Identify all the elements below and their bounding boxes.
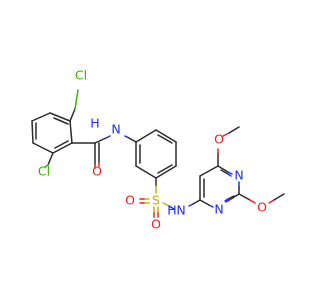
bond bbox=[135, 129, 157, 143]
bond bbox=[199, 199, 210, 206]
bond bbox=[47, 152, 54, 166]
bond bbox=[220, 169, 229, 175]
bond bbox=[31, 120, 34, 144]
atom-labels: Cl Cl N H O S O O N H N N O O bbox=[38, 68, 267, 232]
sulfonamide-nitrogen-label: N bbox=[176, 203, 185, 218]
bond bbox=[54, 140, 69, 149]
bond bbox=[162, 202, 170, 207]
amide-hydrogen-label: H bbox=[90, 116, 99, 131]
bond bbox=[74, 89, 79, 110]
bond bbox=[224, 198, 229, 202]
bond bbox=[128, 137, 137, 143]
sulfonyl-oxygen-label: O bbox=[151, 217, 161, 232]
sulfur-label: S bbox=[152, 193, 160, 208]
bond bbox=[227, 171, 233, 175]
methoxy-oxygen-label: O bbox=[214, 132, 224, 147]
bond bbox=[94, 137, 107, 144]
bond bbox=[273, 193, 285, 201]
bond bbox=[217, 165, 229, 173]
bond bbox=[227, 173, 232, 177]
bond bbox=[157, 134, 173, 144]
sulfonamide-hydrogen-label: H bbox=[167, 203, 176, 218]
bond bbox=[228, 126, 240, 134]
bond bbox=[168, 205, 175, 210]
bond bbox=[105, 135, 111, 139]
bond bbox=[135, 165, 157, 179]
carbonyl-oxygen-label: O bbox=[92, 164, 102, 179]
bond bbox=[238, 193, 251, 201]
bond bbox=[155, 165, 177, 179]
pyrimidine-nitrogen-label: N bbox=[234, 168, 243, 183]
bond bbox=[32, 142, 54, 154]
bond bbox=[199, 165, 219, 177]
bond bbox=[225, 198, 232, 203]
amide-nitrogen-label: N bbox=[111, 122, 120, 137]
molecule-structure: Cl Cl N H O S O O N H N N O O bbox=[31, 68, 285, 232]
bond bbox=[268, 199, 275, 204]
bond bbox=[53, 117, 69, 125]
bond bbox=[69, 108, 76, 122]
bond-layer bbox=[31, 89, 285, 218]
bond bbox=[227, 195, 235, 200]
bond bbox=[44, 164, 49, 168]
bond bbox=[52, 142, 73, 154]
chlorine-label: Cl bbox=[75, 68, 87, 83]
bond bbox=[49, 112, 71, 122]
bond bbox=[249, 199, 256, 204]
bond bbox=[31, 112, 51, 122]
bond bbox=[69, 120, 73, 144]
bond bbox=[222, 132, 230, 137]
pyrimidine-nitrogen-label: N bbox=[214, 202, 223, 217]
chlorine-label: Cl bbox=[38, 164, 50, 179]
sulfonyl-oxygen-label: O bbox=[125, 193, 135, 208]
bond bbox=[155, 129, 177, 143]
bond bbox=[192, 199, 201, 205]
bond bbox=[157, 164, 173, 174]
methoxy-oxygen-label: O bbox=[257, 200, 267, 215]
bond bbox=[230, 193, 240, 200]
